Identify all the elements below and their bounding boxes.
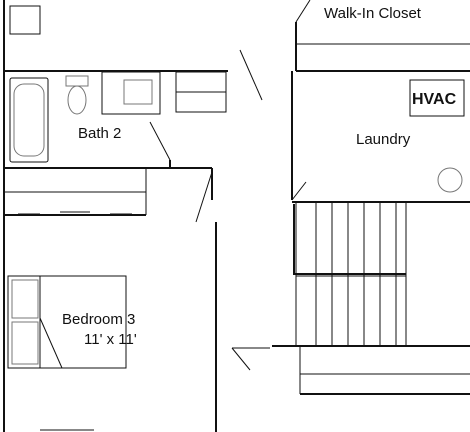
laundry-door-swing	[291, 181, 307, 201]
bed-blanket-fold	[39, 317, 63, 369]
laundry-door-leaf	[239, 49, 263, 101]
vanity	[101, 71, 161, 115]
closet-door-swing	[295, 0, 311, 23]
toilet-bowl	[67, 85, 87, 115]
hall-door-swing	[195, 171, 213, 223]
washer-icon	[437, 167, 463, 193]
label-hvac: HVAC	[412, 91, 457, 108]
bed	[7, 275, 127, 369]
bathtub-basin	[13, 83, 45, 157]
top-left-cabinet	[9, 5, 41, 35]
vanity-sink	[123, 79, 153, 105]
stairs-upper	[295, 201, 407, 277]
bath-door-swing	[149, 121, 171, 161]
stairs-lower	[295, 275, 407, 347]
label-bedroom-3: Bedroom 3	[62, 311, 135, 328]
stair-treads	[315, 202, 397, 346]
pillow-bottom	[11, 321, 39, 365]
toilet-tank	[65, 75, 89, 87]
pillow-top	[11, 279, 39, 319]
bathtub	[9, 77, 49, 163]
hvac-unit	[409, 79, 465, 117]
stair-handrail	[293, 204, 406, 275]
bedroom-door-leaf	[231, 347, 251, 371]
label-bath-2: Bath 2	[78, 125, 121, 142]
label-walk-in-closet: Walk-In Closet	[324, 5, 422, 22]
label-laundry: Laundry	[356, 131, 411, 148]
label-bedroom-3-size: 11' x 11'	[84, 331, 137, 348]
